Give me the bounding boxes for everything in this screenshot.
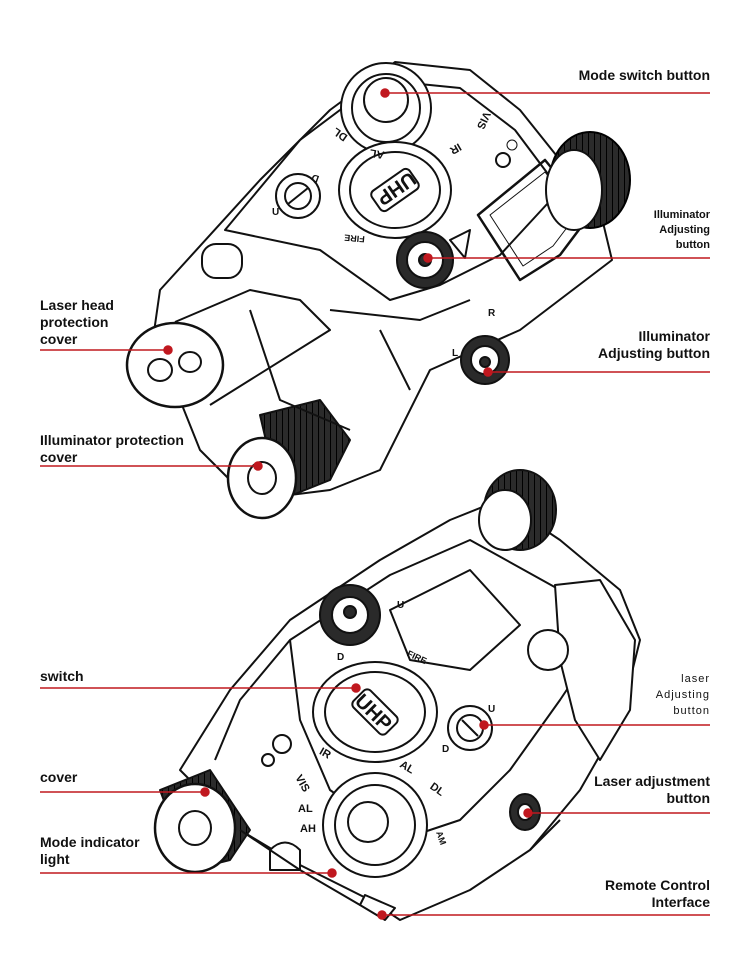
top-device-window	[476, 158, 592, 282]
top-fire-text: FIRE	[344, 233, 365, 245]
top-device-illum-knob-2	[460, 335, 510, 385]
bottom-device-illum-knob	[319, 584, 381, 646]
bottom-mode-ir: IR	[317, 746, 333, 762]
bottom-up-text: U	[488, 704, 495, 715]
top-right-text: R	[488, 308, 496, 319]
label-mode-indicator-light: Mode indicator light	[40, 834, 140, 867]
top-mode-ir: IR	[448, 140, 464, 156]
label-remote-control-interface: Remote Control Interface	[605, 877, 710, 910]
bottom-mode-ah: AH	[300, 823, 316, 835]
bottom-device-fire-button	[312, 661, 438, 763]
label-mode-switch-button: Mode switch button	[578, 67, 710, 83]
bottom-illum-down-text: D	[337, 652, 344, 663]
top-device-laser-knob	[275, 173, 321, 219]
top-up-text: U	[272, 207, 279, 218]
bottom-device-front-cover	[153, 769, 251, 874]
label-laser-adjusting-button: laser Adjusting button	[655, 673, 710, 717]
bottom-device-rear-knob	[478, 469, 557, 551]
top-mode-al: AL	[369, 146, 386, 160]
label-switch: switch	[40, 668, 84, 684]
top-device-rear-knob	[545, 131, 631, 231]
label-laser-head-protection-cover: Laser head protection cover	[40, 297, 114, 347]
top-down-text: D	[310, 171, 321, 184]
label-illuminator-adjusting-button-1: Illuminator Adjusting button	[653, 209, 710, 251]
bottom-illum-up-text: U	[397, 600, 404, 611]
leader-lines	[40, 88, 710, 920]
top-device-laser-head	[125, 289, 331, 409]
bottom-device-right-housing	[554, 579, 636, 761]
top-device	[125, 61, 631, 520]
top-device-mode-dial	[340, 62, 432, 154]
bottom-device-side-button	[527, 629, 569, 671]
top-device-side-button	[201, 243, 243, 279]
bottom-device-window	[389, 569, 521, 671]
top-device-fire-button	[338, 141, 452, 239]
bottom-mode-am: AM	[434, 830, 448, 847]
top-device-illuminator-head	[226, 399, 351, 520]
label-cover: cover	[40, 769, 78, 785]
bottom-mode-al: AL	[298, 803, 313, 815]
top-left-text: L	[452, 348, 458, 359]
bottom-device	[153, 469, 641, 921]
label-illuminator-adjusting-button-2: Illuminator Adjusting button	[598, 328, 710, 361]
bottom-down-text: D	[442, 744, 449, 755]
label-laser-adjustment-button: Laser adjustment button	[594, 773, 710, 806]
bottom-device-mode-dial	[322, 772, 428, 878]
bottom-device-indicator-light	[269, 841, 301, 871]
label-illuminator-protection-cover: Illuminator protection cover	[40, 432, 184, 465]
bottom-device-top-panel	[289, 539, 601, 841]
